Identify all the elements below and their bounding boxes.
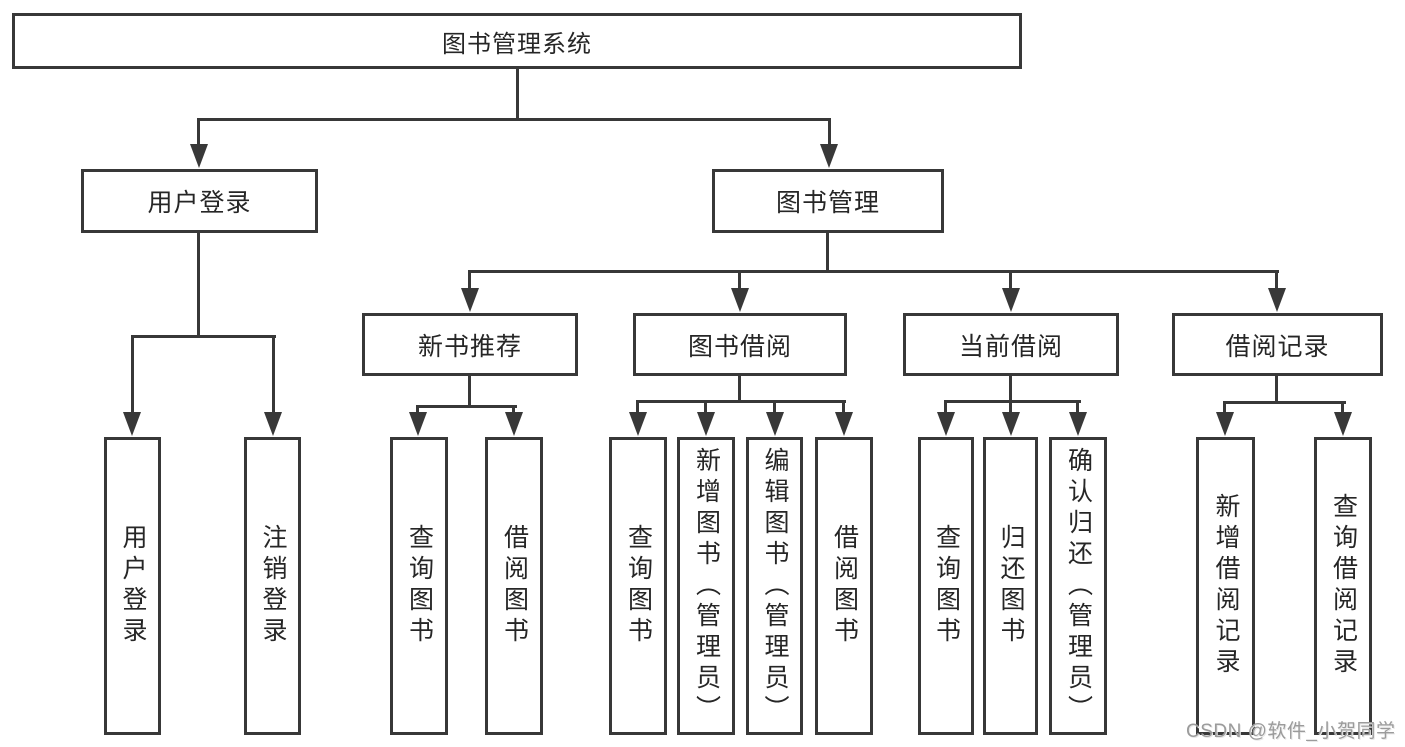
line <box>468 376 471 408</box>
leaf-newbook-query-books: 查询图书 <box>390 437 448 735</box>
arrowhead-down <box>505 412 523 436</box>
leaf-logout: 注销登录 <box>244 437 301 735</box>
arrowhead-down <box>1334 412 1352 436</box>
line <box>1275 273 1278 293</box>
line <box>197 233 200 338</box>
csdn-watermark: CSDN @软件_小贺同学 <box>1186 721 1396 742</box>
line <box>197 118 831 121</box>
leaf-currentborrow-query-books-label: 查询图书 <box>932 524 961 648</box>
line <box>738 376 741 403</box>
line <box>944 403 947 415</box>
node-book-management-label: 图书管理 <box>775 189 880 217</box>
leaf-currentborrow-confirm-return-label: 确认归还（管理员） <box>1064 446 1093 726</box>
line <box>131 335 276 338</box>
line <box>704 403 707 415</box>
arrowhead-down <box>820 144 838 168</box>
leaf-user-login: 用户登录 <box>104 437 161 735</box>
arrowhead-down <box>1002 288 1020 312</box>
leaf-currentborrow-confirm-return: 确认归还（管理员） <box>1049 437 1107 735</box>
arrowhead-down <box>697 412 715 436</box>
arrowhead-down <box>123 412 141 436</box>
arrowhead-down <box>835 412 853 436</box>
arrowhead-down <box>937 412 955 436</box>
node-user-login: 用户登录 <box>81 169 318 233</box>
node-borrow-records-label: 借阅记录 <box>1225 332 1330 361</box>
line <box>1009 403 1012 415</box>
leaf-currentborrow-return-books: 归还图书 <box>983 437 1038 735</box>
node-new-book-recommend-label: 新书推荐 <box>417 332 522 361</box>
node-current-borrow: 当前借阅 <box>903 313 1119 376</box>
leaf-records-add-record-label: 新增借阅记录 <box>1212 493 1240 679</box>
arrowhead-down <box>1216 412 1234 436</box>
node-borrow-records: 借阅记录 <box>1172 313 1383 376</box>
line <box>738 273 741 293</box>
line <box>636 400 846 403</box>
leaf-bookborrow-add-books-label: 新增图书（管理员） <box>692 446 721 726</box>
arrowhead-down <box>264 412 282 436</box>
line <box>272 338 275 414</box>
leaf-records-query-record: 查询借阅记录 <box>1314 437 1372 735</box>
line <box>1275 376 1278 404</box>
arrowhead-down <box>409 412 427 436</box>
leaf-bookborrow-edit-books-label: 编辑图书（管理员） <box>761 446 789 726</box>
arrowhead-down <box>629 412 647 436</box>
node-book-management: 图书管理 <box>712 169 944 233</box>
leaf-newbook-borrow-books: 借阅图书 <box>485 437 543 735</box>
leaf-bookborrow-add-books: 新增图书（管理员） <box>677 437 735 735</box>
line <box>1223 404 1226 414</box>
node-book-borrow-label: 图书借阅 <box>687 332 792 361</box>
line <box>516 69 519 121</box>
arrowhead-down <box>461 288 479 312</box>
node-root-label: 图书管理系统 <box>442 30 592 58</box>
leaf-bookborrow-borrow-books: 借阅图书 <box>815 437 873 735</box>
node-book-borrow: 图书借阅 <box>633 313 847 376</box>
line <box>197 121 200 151</box>
line <box>468 270 1279 273</box>
leaf-logout-label: 注销登录 <box>259 524 287 648</box>
arrowhead-down <box>1002 412 1020 436</box>
line <box>944 400 1081 403</box>
leaf-records-query-record-label: 查询借阅记录 <box>1329 493 1358 679</box>
line <box>1341 404 1344 414</box>
leaf-bookborrow-query-books: 查询图书 <box>609 437 667 735</box>
line <box>1009 376 1012 403</box>
line <box>416 405 517 408</box>
line <box>773 403 776 415</box>
leaf-currentborrow-query-books: 查询图书 <box>918 437 974 735</box>
line <box>636 403 639 415</box>
leaf-bookborrow-borrow-books-label: 借阅图书 <box>830 524 859 648</box>
arrowhead-down <box>731 288 749 312</box>
arrowhead-down <box>1268 288 1286 312</box>
arrowhead-down <box>766 412 784 436</box>
node-root: 图书管理系统 <box>12 13 1022 69</box>
line <box>131 338 134 414</box>
leaf-bookborrow-edit-books: 编辑图书（管理员） <box>746 437 803 735</box>
line <box>468 273 471 293</box>
node-new-book-recommend: 新书推荐 <box>362 313 578 376</box>
arrowhead-down <box>1069 412 1087 436</box>
line <box>1223 401 1346 404</box>
line <box>1076 403 1079 415</box>
line <box>826 233 829 273</box>
leaf-records-add-record: 新增借阅记录 <box>1196 437 1255 735</box>
leaf-currentborrow-return-books-label: 归还图书 <box>997 524 1025 648</box>
arrowhead-down <box>190 144 208 168</box>
node-current-borrow-label: 当前借阅 <box>958 332 1063 361</box>
line <box>1009 273 1012 293</box>
node-user-login-label: 用户登录 <box>147 189 252 217</box>
leaf-bookborrow-query-books-label: 查询图书 <box>624 524 653 648</box>
line <box>842 403 845 415</box>
leaf-user-login-label: 用户登录 <box>119 524 147 648</box>
leaf-newbook-borrow-books-label: 借阅图书 <box>500 524 529 648</box>
leaf-newbook-query-books-label: 查询图书 <box>405 524 434 648</box>
line <box>828 121 831 151</box>
